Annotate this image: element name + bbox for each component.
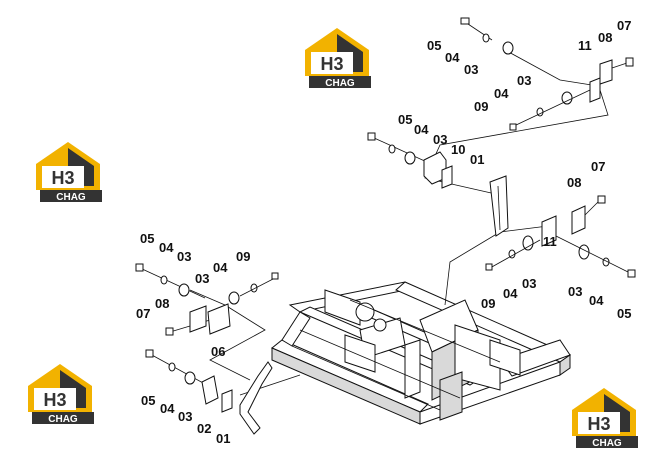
callout-ml-09: 09 [236,249,250,264]
callout-bl-02: 02 [197,421,211,436]
callout-bl-01: 01 [216,431,230,446]
callout-ml-03b: 03 [195,271,209,286]
callout-mt-01: 01 [470,152,484,167]
callout-mr-04b: 04 [589,293,604,308]
callout-labels: 05 04 03 11 08 07 03 04 09 05 04 03 10 0… [136,18,631,446]
callout-tr-04: 04 [445,50,460,65]
h3-chag-logo-left-lower: H3 CHAG [28,364,94,425]
bolt-set-middle-top [367,132,509,237]
callout-mr-07: 07 [591,159,605,174]
logo-top-text: H3 [587,414,610,434]
callout-mr-11: 11 [543,234,557,249]
callout-tr-07: 07 [617,18,631,33]
callout-mr-03a: 03 [522,276,536,291]
h3-chag-logo-top-center: H3 CHAG [305,28,371,89]
chassis-frame [271,281,572,425]
logo-top-text: H3 [320,54,343,74]
logo-bottom-text: CHAG [592,438,622,449]
bolt-set-middle-left [135,263,279,336]
callout-mt-03: 03 [433,132,447,147]
callout-ml-05: 05 [140,231,154,246]
callout-mr-04a: 04 [503,286,518,301]
callout-ml-07: 07 [136,306,150,321]
h3-chag-logo-bottom-right: H3 CHAG [572,388,638,449]
bolt-set-top-right [460,17,634,131]
callout-bl-03: 03 [178,409,192,424]
callout-ml-03: 03 [177,249,191,264]
logo-bottom-text: CHAG [48,414,78,425]
callout-tr2-09: 09 [474,99,488,114]
callout-ml-08: 08 [155,296,169,311]
callout-mr-03b: 03 [568,284,582,299]
callout-mr-08: 08 [567,175,581,190]
callout-mr-09: 09 [481,296,495,311]
callout-tr-03: 03 [464,62,478,77]
callout-mr-05: 05 [617,306,631,321]
callout-bl-04: 04 [160,401,175,416]
callout-mt-04: 04 [414,122,429,137]
callout-tr-05: 05 [427,38,441,53]
callout-tr-11: 11 [578,38,592,53]
logo-top-text: H3 [51,168,74,188]
callout-tr2-04: 04 [494,86,509,101]
logo-bottom-text: CHAG [56,192,86,203]
logo-top-text: H3 [43,390,66,410]
callout-tr-08: 08 [598,30,612,45]
callout-mt-10: 10 [451,142,465,157]
callout-mt-05: 05 [398,112,412,127]
callout-ml-04: 04 [159,240,174,255]
logo-bottom-text: CHAG [325,78,355,89]
bolt-set-middle-right [485,195,636,278]
bolt-set-bottom-left [145,349,273,435]
callout-ml-04b: 04 [213,260,228,275]
callout-ml-06: 06 [211,344,225,359]
callout-tr2-03: 03 [517,73,531,88]
callout-bl-05: 05 [141,393,155,408]
h3-chag-logo-left-upper: H3 CHAG [36,142,102,203]
